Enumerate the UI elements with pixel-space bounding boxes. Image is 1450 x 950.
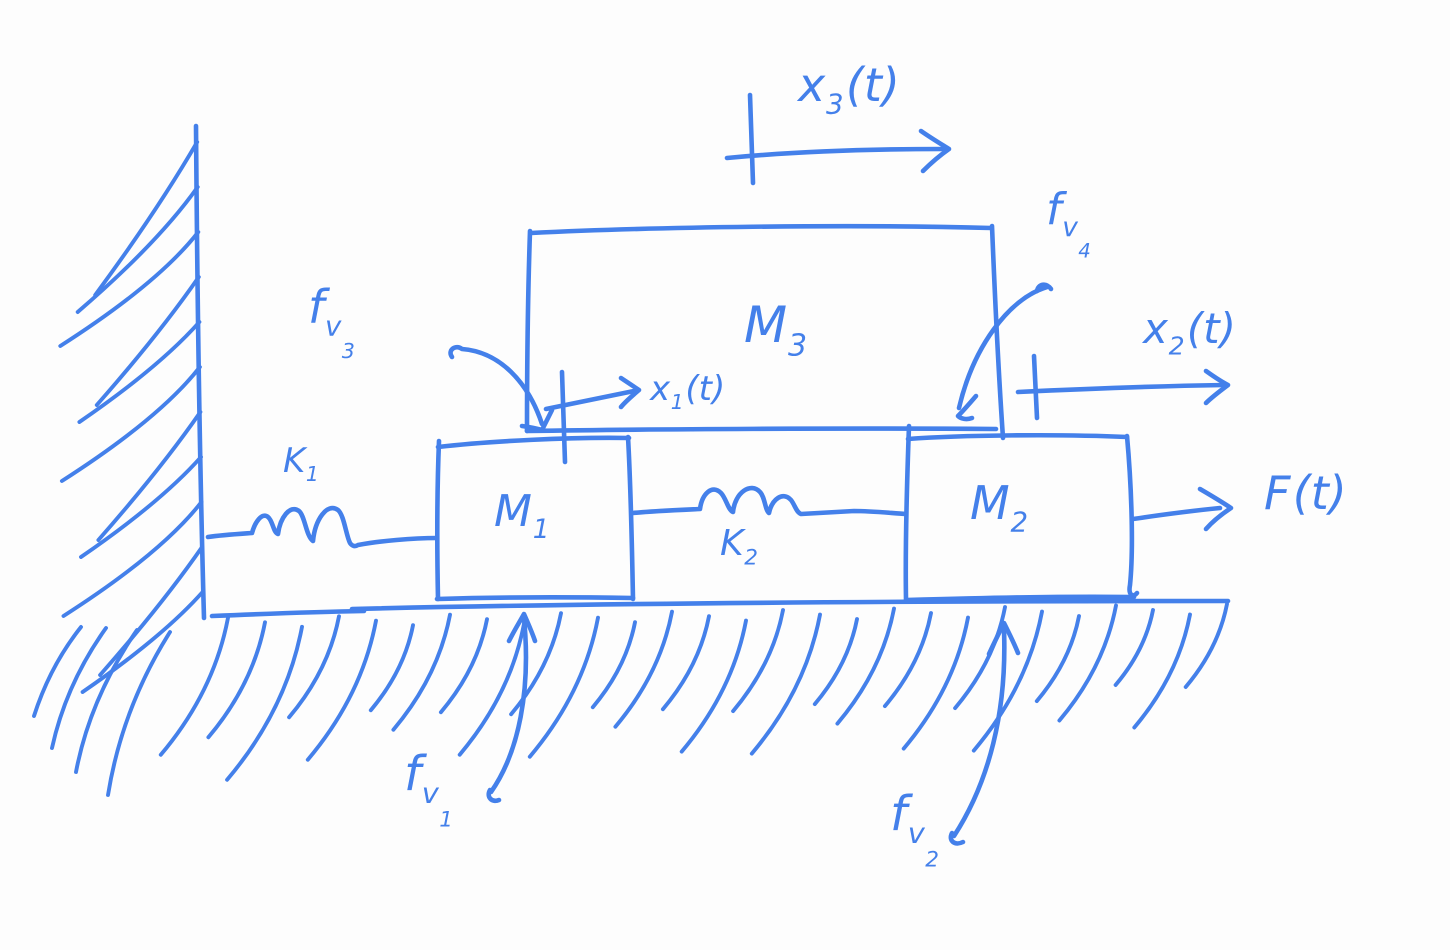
label-force: F(t) [1264, 470, 1347, 516]
label-x3t-main: x [798, 58, 826, 112]
label-damper-fv4: fv4 [1046, 188, 1091, 261]
label-damper-fv2: fv2 [890, 790, 939, 871]
mass-m1-box [434, 434, 636, 602]
fv3-arrow [448, 344, 555, 433]
x3-arrow [724, 92, 952, 186]
label-spring-k2-sub: 2 [744, 545, 758, 571]
ground [158, 598, 1231, 782]
label-damper-fv3-sub: v [325, 309, 342, 343]
label-damper-fv3-subsub: 3 [341, 339, 355, 364]
label-mass-m2: M2 [970, 480, 1028, 536]
label-x2t: x2(t) [1143, 304, 1236, 359]
label-spring-k1-sub: 1 [305, 462, 319, 487]
label-mass-m3-main: M [744, 296, 788, 354]
label-x3t-sub: 3 [826, 87, 844, 121]
label-force-tail: (t) [1292, 466, 1347, 520]
label-mass-m2-sub: 2 [1010, 505, 1029, 539]
label-damper-fv3: fv3 [308, 284, 355, 361]
corner-hatching [32, 625, 172, 797]
mass-m3-box [524, 223, 1006, 441]
ground-line [209, 608, 367, 619]
label-mass-m1-main: M [494, 486, 532, 537]
wall-hatching [58, 140, 205, 694]
label-damper-fv1: fv1 [404, 750, 453, 831]
label-x1t-tail: (t) [685, 369, 726, 409]
label-x1t-sub: 1 [670, 390, 684, 415]
label-x3t-tail: (t) [845, 58, 900, 112]
label-damper-fv3-main: f [308, 280, 325, 334]
ground-line-2 [349, 598, 1231, 612]
ground-hatching [158, 602, 1229, 782]
label-x2t-tail: (t) [1186, 304, 1236, 353]
wall [32, 123, 207, 797]
label-damper-fv4-main: f [1046, 184, 1062, 235]
label-x2t-main: x [1143, 304, 1168, 353]
wall-line [193, 123, 207, 621]
label-x1t-main: x [650, 369, 671, 409]
label-mass-m1-sub: 1 [532, 513, 550, 545]
label-mass-m3-sub: 3 [788, 328, 808, 364]
fv4-arrow [955, 282, 1054, 422]
label-mass-m1: M1 [494, 490, 550, 543]
label-damper-fv4-sub: v [1062, 211, 1078, 243]
label-spring-k2-main: K [720, 523, 744, 564]
label-damper-fv2-main: f [890, 786, 907, 842]
label-force-main: F [1264, 466, 1291, 520]
spring-k1 [205, 505, 440, 549]
label-spring-k2: K2 [720, 523, 758, 569]
label-damper-fv2-subsub: 2 [925, 847, 939, 873]
label-damper-fv2-sub: v [907, 815, 925, 850]
label-x2t-sub: 2 [1168, 331, 1185, 361]
label-mass-m2-main: M [970, 476, 1010, 530]
x2-arrow [1015, 353, 1231, 421]
mass-m2-box [903, 423, 1140, 603]
x1-arrow [543, 369, 642, 465]
label-spring-k1-main: K [283, 441, 306, 481]
fv2-arrow [948, 620, 1021, 846]
fv1-arrow [486, 611, 538, 804]
label-damper-fv4-subsub: 4 [1078, 239, 1091, 263]
label-damper-fv1-main: f [404, 746, 421, 802]
label-damper-fv1-sub: v [421, 775, 439, 810]
label-x3t: x3(t) [798, 58, 900, 118]
spring-k2 [630, 485, 909, 517]
label-x1t: x1(t) [650, 369, 726, 413]
force-arrow [1130, 486, 1234, 532]
label-mass-m3: M3 [744, 300, 807, 361]
label-damper-fv1-subsub: 1 [439, 807, 453, 833]
label-spring-k1: K1 [283, 441, 319, 485]
